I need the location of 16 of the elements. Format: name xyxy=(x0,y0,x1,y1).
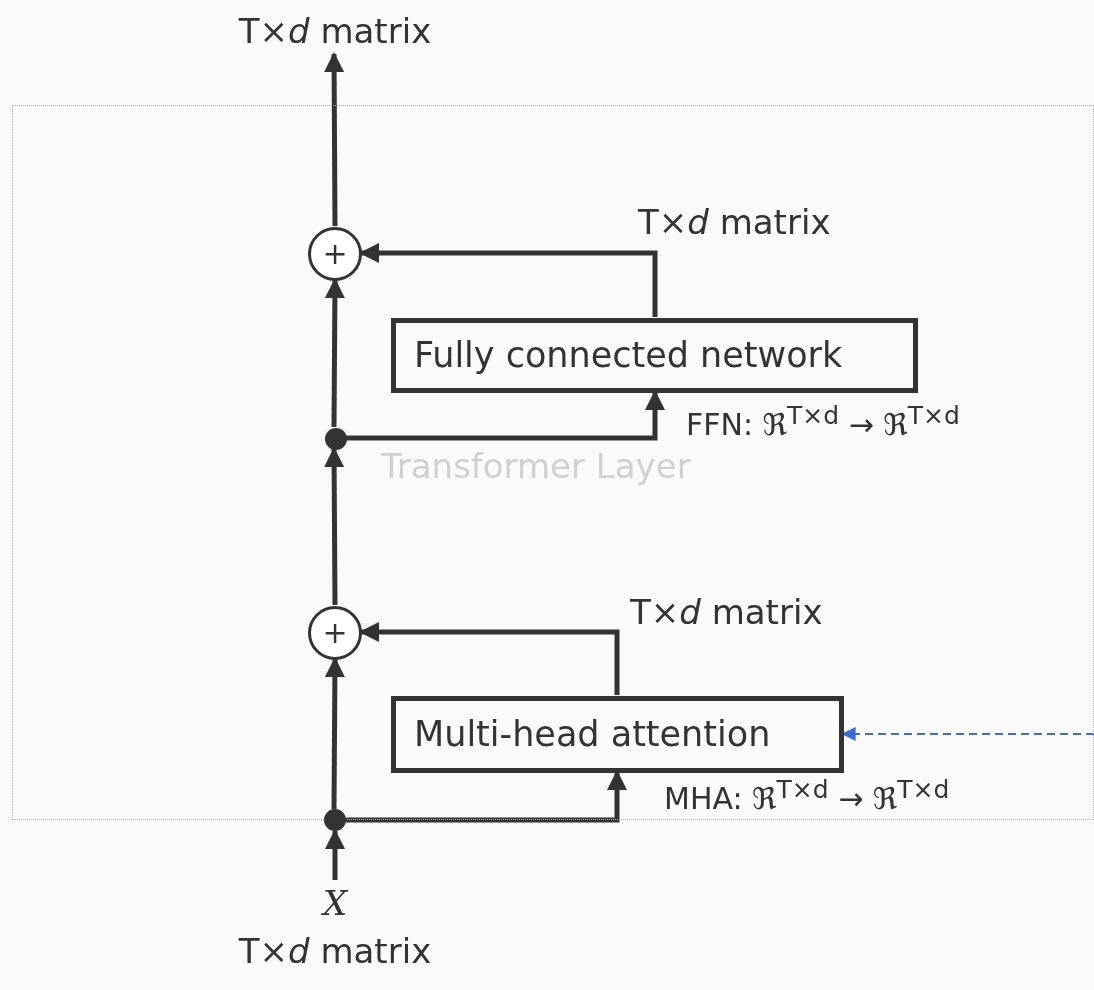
arrow xyxy=(324,52,345,226)
junction-dot xyxy=(324,809,346,831)
function-signature: MHA: ℜ$^{T×d}$ → ℜ$^{T×d}$ xyxy=(664,775,950,816)
box-label: Fully connected network xyxy=(414,334,843,377)
variable-label: X xyxy=(322,882,348,925)
arrow xyxy=(324,447,345,605)
function-signature: FFN: ℜ$^{T×d}$ → ℜ$^{T×d}$ xyxy=(686,401,960,442)
plus-sign: + xyxy=(322,614,348,652)
sum-circle xyxy=(308,606,362,660)
plus-sign: + xyxy=(322,235,348,273)
matrix-label: T×d matrix xyxy=(238,10,432,53)
matrix-label: T×d matrix xyxy=(238,929,432,973)
box-label: Multi-head attention xyxy=(414,713,771,756)
sum-circle xyxy=(308,227,362,281)
junction-dot xyxy=(325,428,347,450)
arrow xyxy=(325,829,345,880)
